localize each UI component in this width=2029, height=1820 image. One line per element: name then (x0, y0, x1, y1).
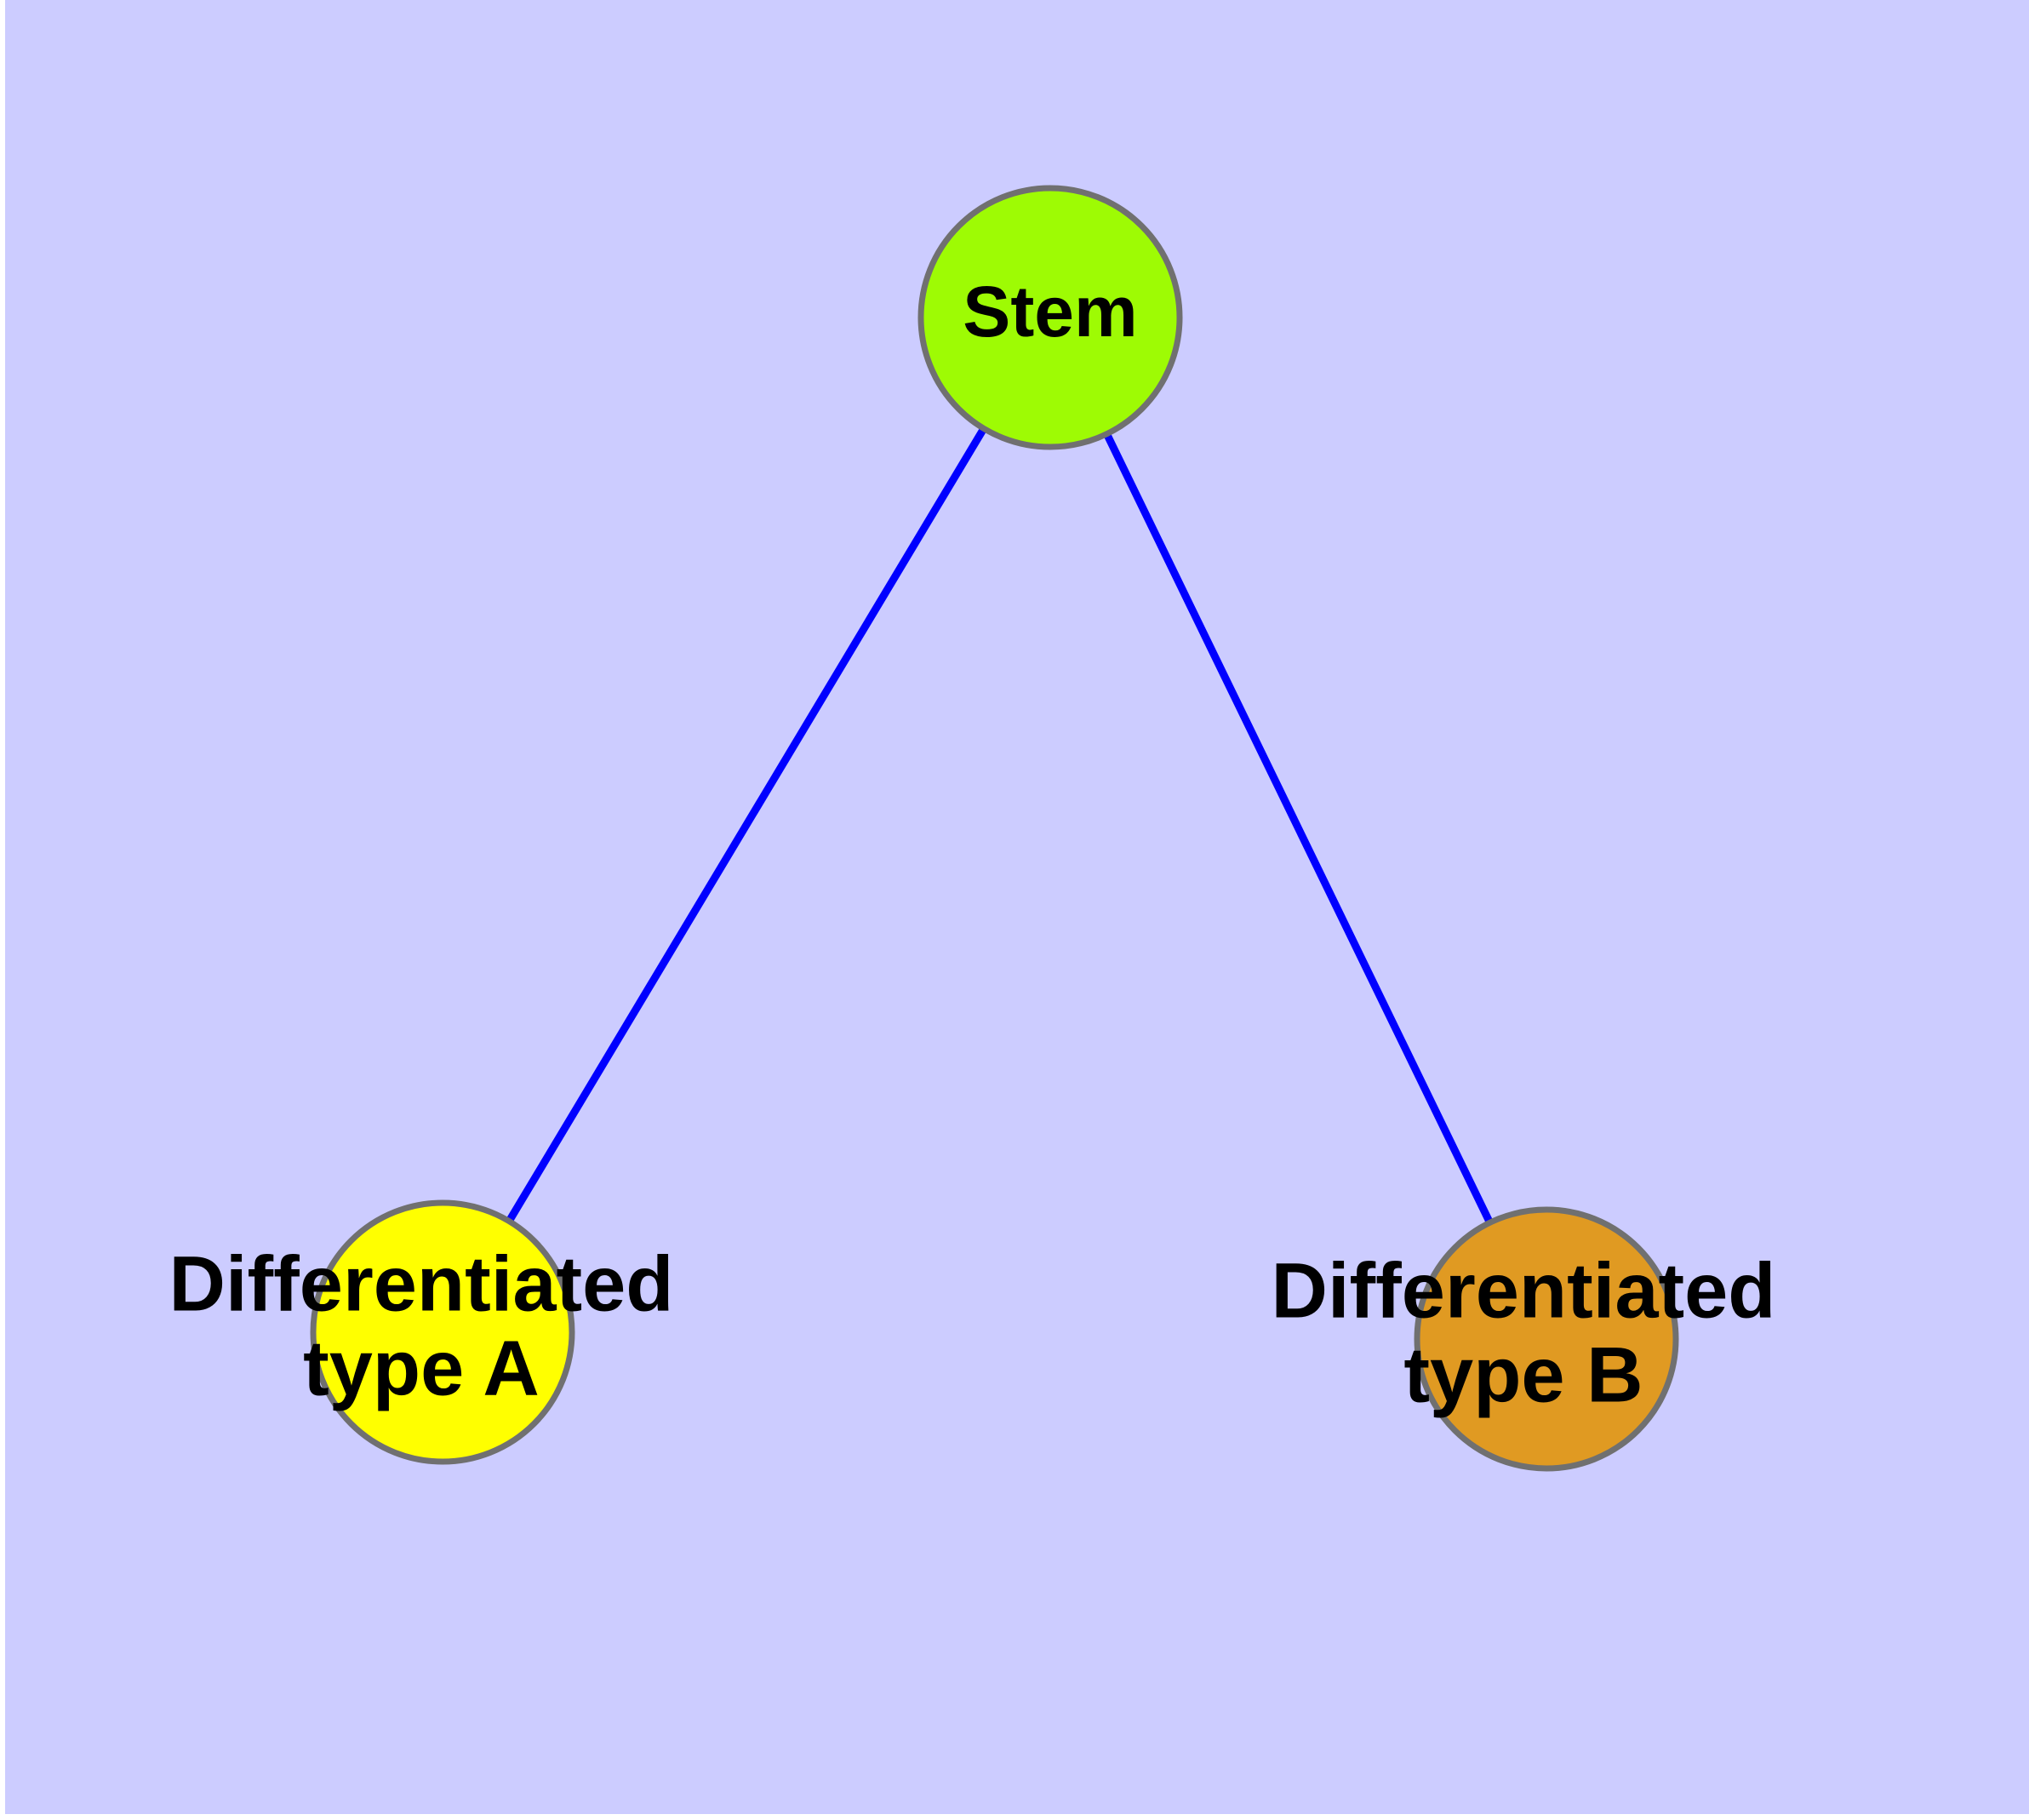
node-label-line: type B (1403, 1332, 1643, 1419)
graph-edge (439, 315, 1054, 1335)
node-circle-stem[interactable] (917, 185, 1183, 450)
node-circle-diff_b[interactable] (1414, 1206, 1679, 1472)
edges-layer (439, 315, 1551, 1341)
node-label-line: Differentiated (1272, 1248, 1776, 1335)
node-label-line: type A (303, 1325, 540, 1412)
node-label-line: Differentiated (169, 1241, 674, 1328)
node-circle-diff_a[interactable] (310, 1199, 575, 1465)
node-label-stem: Stem (963, 272, 1137, 352)
graph-node-stem[interactable]: Stem (917, 185, 1183, 450)
graph-edge (1046, 316, 1551, 1341)
node-label-line: Stem (963, 272, 1137, 352)
